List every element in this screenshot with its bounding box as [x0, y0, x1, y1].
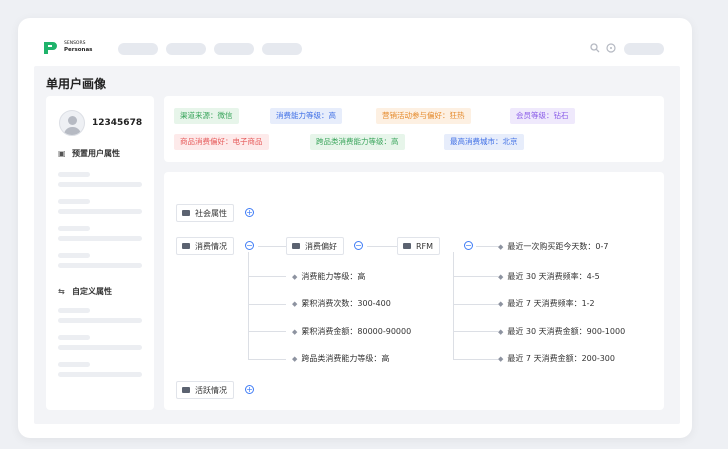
tree-leaf-label: 跨品类消费能力等级：高	[301, 354, 390, 363]
tag-top-city[interactable]: 最高消费城市：北京	[444, 134, 524, 150]
tag-icon: ◆	[498, 328, 504, 336]
tag-product-preference[interactable]: 商品消费偏好：电子商品	[174, 134, 269, 150]
tag-member-level[interactable]: 会员等级：钻石	[510, 108, 575, 124]
tree-leaf-label: 累积消费金额：80000-90000	[301, 327, 412, 336]
folder-icon	[182, 387, 190, 393]
tree-leaf-label: 消费能力等级：高	[301, 272, 366, 281]
avatar	[59, 110, 85, 136]
placeholder-bar	[58, 345, 142, 350]
tree-leaf[interactable]: ◆最近 7 天消费金额：200-300	[498, 350, 615, 368]
user-id: 12345678	[92, 118, 143, 128]
tag-icon: ◆	[498, 300, 504, 308]
tree-leaf[interactable]: ◆累积消费金额：80000-90000	[292, 323, 411, 341]
tree-leaf[interactable]: ◆最近 7 天消费频率：1-2	[498, 295, 595, 313]
custom-attributes-label: 自定义属性	[72, 287, 112, 296]
placeholder-bar	[58, 226, 90, 231]
tree-leaf-label: 累积消费次数：300-400	[301, 299, 391, 308]
folder-icon	[292, 243, 300, 249]
folder-icon	[182, 210, 190, 216]
help-icon[interactable]	[606, 43, 616, 53]
tag-marketing-preference[interactable]: 营销活动参与偏好：狂热	[376, 108, 471, 124]
user-sidebar: 12345678 ▣ 预置用户属性 ⇆ 自定义属性	[46, 96, 154, 410]
tree-leaf-label: 最近 7 天消费频率：1-2	[507, 299, 595, 308]
placeholder-bar	[58, 318, 142, 323]
tag-panel: 渠道来源：微信 消费能力等级：高 营销活动参与偏好：狂热 会员等级：钻石 商品消…	[164, 96, 664, 162]
page-title: 单用户画像	[46, 77, 107, 91]
placeholder-bar	[58, 362, 90, 367]
preset-attributes-title[interactable]: ▣ 预置用户属性	[58, 148, 120, 159]
tag-cross-category-level[interactable]: 跨品类消费能力等级：高	[310, 134, 405, 150]
tree-node-label: 社会属性	[195, 209, 227, 218]
tree-node-label: 消费情况	[195, 242, 227, 251]
tag-icon: ◆	[292, 355, 298, 363]
tree-node-label: RFM	[416, 242, 434, 251]
brand-logo-icon	[44, 42, 57, 54]
nav-item-1[interactable]	[118, 43, 158, 55]
app-window: SENSORS Personas 单用户画像 12345678 ▣ 预置用户属性	[18, 18, 692, 438]
placeholder-bar	[58, 253, 90, 258]
placeholder-bar	[58, 335, 90, 340]
placeholder-bar	[58, 263, 142, 268]
placeholder-bar	[58, 199, 90, 204]
placeholder-bar	[58, 236, 142, 241]
placeholder-bar	[58, 172, 90, 177]
tree-node-preference[interactable]: 消费偏好	[286, 237, 344, 255]
placeholder-bar	[58, 182, 142, 187]
id-card-icon: ▣	[58, 149, 66, 158]
tree-node-social[interactable]: 社会属性	[176, 204, 234, 222]
tree-leaf-label: 最近 30 天消费频率：4-5	[507, 272, 600, 281]
tree-node-active[interactable]: 活跃情况	[176, 381, 234, 399]
tag-icon: ◆	[498, 243, 504, 251]
custom-attributes-title[interactable]: ⇆ 自定义属性	[58, 286, 112, 297]
tag-consumption-level[interactable]: 消费能力等级：高	[270, 108, 342, 124]
placeholder-bar	[58, 209, 142, 214]
tag-icon: ◆	[292, 300, 298, 308]
tree-leaf[interactable]: ◆累积消费次数：300-400	[292, 295, 391, 313]
folder-icon	[182, 243, 190, 249]
tag-icon: ◆	[292, 328, 298, 336]
tree-leaf[interactable]: ◆最近一次购买距今天数：0-7	[498, 238, 608, 256]
expand-icon[interactable]: +	[245, 385, 254, 394]
tag-icon: ◆	[498, 273, 504, 281]
tree-node-consumption[interactable]: 消费情况	[176, 237, 234, 255]
brand-line2: Personas	[64, 47, 93, 53]
tree-leaf-label: 最近 30 天消费金额：900-1000	[507, 327, 626, 336]
nav-item-4[interactable]	[262, 43, 302, 55]
nav-item-3[interactable]	[214, 43, 254, 55]
brand-line1: SENSORS	[64, 41, 86, 46]
tree-leaf[interactable]: ◆最近 30 天消费金额：900-1000	[498, 323, 625, 341]
placeholder-bar	[58, 308, 90, 313]
tag-channel-source[interactable]: 渠道来源：微信	[174, 108, 239, 124]
tree-leaf-label: 最近 7 天消费金额：200-300	[507, 354, 615, 363]
sliders-icon: ⇆	[58, 287, 65, 296]
collapse-icon[interactable]: −	[245, 241, 254, 250]
tag-icon: ◆	[292, 273, 298, 281]
tree-leaf[interactable]: ◆跨品类消费能力等级：高	[292, 350, 389, 368]
tree-leaf[interactable]: ◆最近 30 天消费频率：4-5	[498, 268, 600, 286]
attribute-tree: 社会属性 + 消费情况 − 活跃情况 + 消费偏好 − RFM − ◆消费能力等…	[164, 172, 664, 410]
tree-leaf[interactable]: ◆消费能力等级：高	[292, 268, 365, 286]
tag-icon: ◆	[498, 355, 504, 363]
search-icon[interactable]	[590, 43, 600, 53]
folder-icon	[403, 243, 411, 249]
collapse-icon[interactable]: −	[354, 241, 363, 250]
tree-leaf-label: 最近一次购买距今天数：0-7	[507, 242, 609, 251]
tree-node-label: 消费偏好	[305, 242, 337, 251]
top-bar: SENSORS Personas	[18, 18, 692, 66]
placeholder-bar	[58, 372, 142, 377]
brand-name: SENSORS Personas	[64, 41, 92, 53]
collapse-icon[interactable]: −	[464, 241, 473, 250]
tree-node-rfm[interactable]: RFM	[397, 237, 441, 255]
expand-icon[interactable]: +	[245, 208, 254, 217]
nav-item-2[interactable]	[166, 43, 206, 55]
tree-node-label: 活跃情况	[195, 386, 227, 395]
user-menu[interactable]	[624, 43, 664, 55]
preset-attributes-label: 预置用户属性	[72, 149, 120, 158]
